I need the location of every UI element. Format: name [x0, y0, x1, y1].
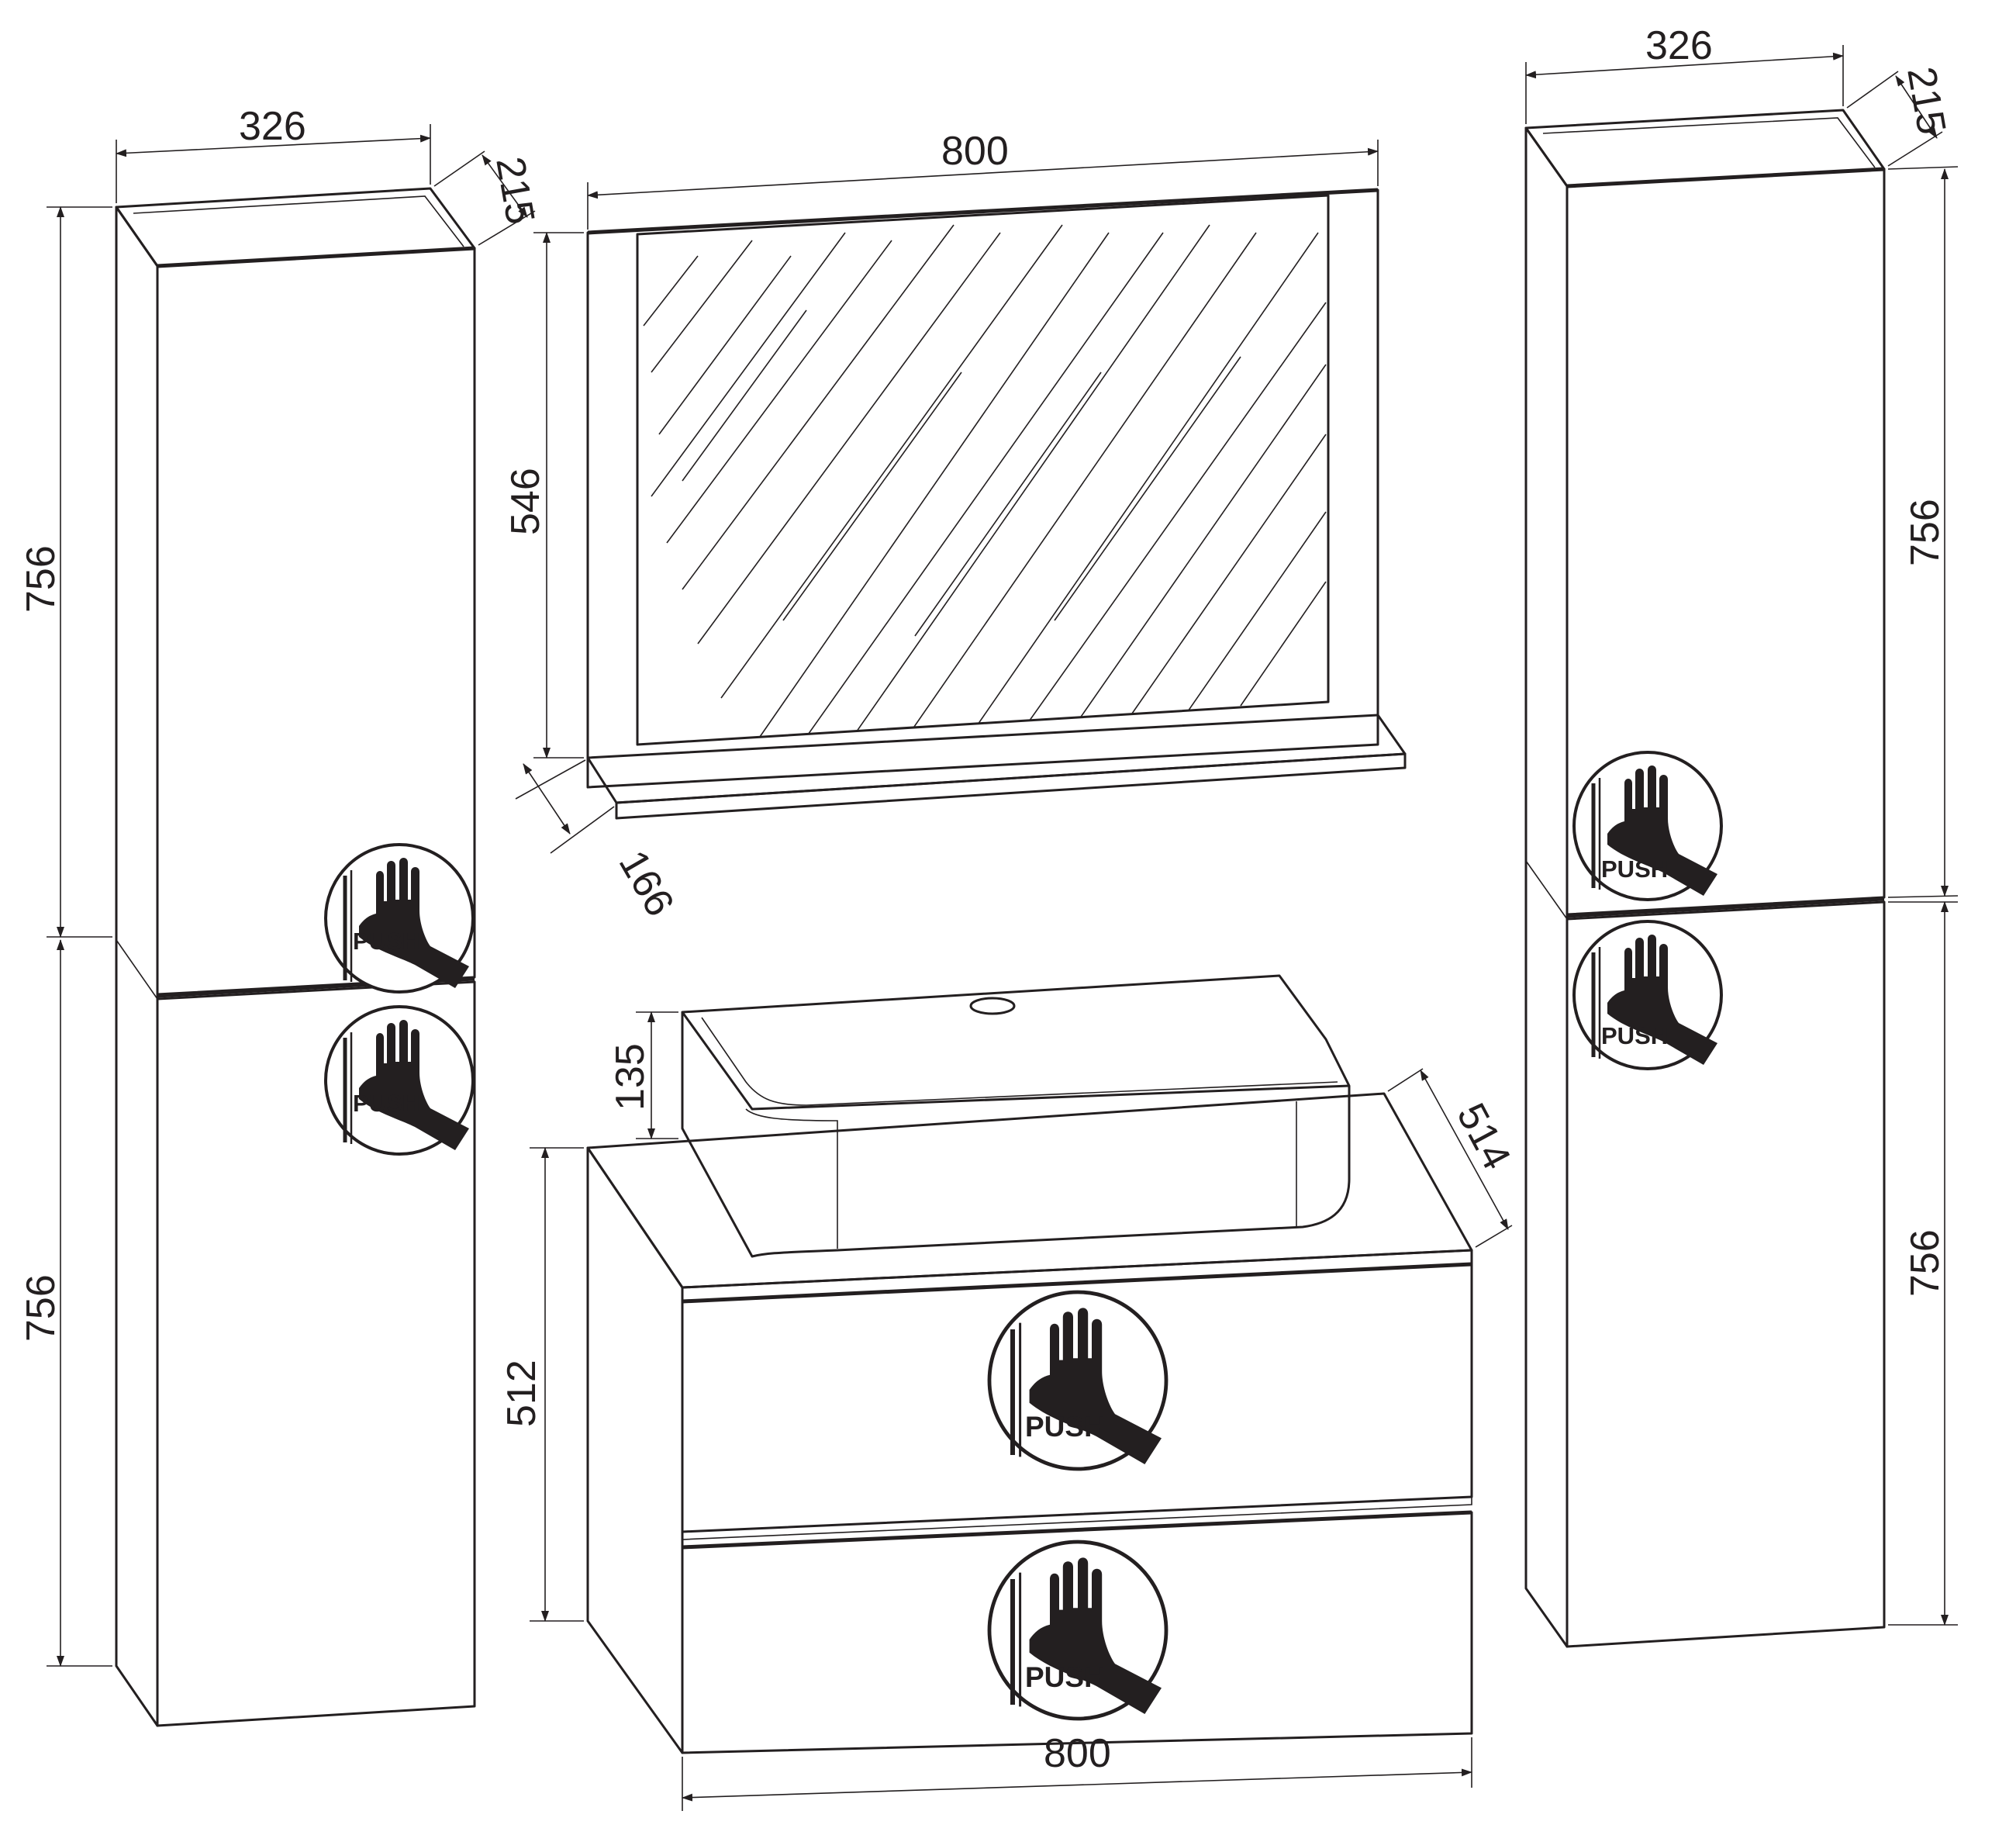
mirror-shelf-top [586, 714, 1407, 804]
mirror-width-dimension: 800 [941, 129, 1009, 174]
left-upper-height-dimension: 756 [19, 545, 64, 613]
vanity-height-dimension: 512 [499, 1360, 544, 1427]
push-hand-icon [326, 1007, 473, 1154]
right-cabinet-top [1524, 109, 1886, 188]
left-lower-door[interactable] [156, 980, 476, 1727]
left-lower-push-label: PUSH [353, 1090, 419, 1117]
right-upper-push-label: PUSH [1601, 855, 1668, 883]
bottom-drawer-push-label: PUSH [1025, 1661, 1105, 1693]
vanity-side [586, 1146, 684, 1754]
vanity-depth-dimension: 514 [1448, 1096, 1519, 1177]
right-upper-height-dimension: 756 [1903, 499, 1948, 566]
left-lower-height-dimension: 756 [19, 1274, 64, 1342]
mirror-shelf-depth-dimension: 166 [610, 843, 683, 924]
left-width-dimension: 326 [239, 104, 306, 149]
left-cabinet-side [115, 206, 159, 1727]
mirror-shelf-front [615, 752, 1407, 820]
basin-height-dimension: 135 [608, 1043, 653, 1111]
mirror-glass [636, 194, 1330, 746]
basin-rim [681, 974, 1351, 1111]
left-cabinet-top [115, 187, 476, 268]
vanity-countertop [586, 1092, 1473, 1289]
right-lower-door[interactable] [1566, 900, 1886, 1648]
left-upper-push-label: PUSH [353, 928, 419, 955]
left-depth-dimension: 215 [487, 154, 543, 228]
push-hand-icon [326, 845, 473, 992]
vanity-unit: PUSH PUSH 135 512 514 800 [499, 974, 1519, 1811]
mirror-height-dimension: 546 [503, 468, 548, 535]
right-cabinet: PUSH PUSH 326 215 756 756 [1524, 23, 1959, 1648]
basin-tap-hole [969, 997, 1016, 1015]
mirror: 800 546 166 [503, 129, 1407, 924]
right-lower-height-dimension: 756 [1903, 1229, 1948, 1297]
left-cabinet: PUSH PUSH 326 215 756 756 [19, 104, 543, 1727]
right-lower-push-label: PUSH [1601, 1022, 1668, 1049]
right-depth-dimension: 215 [1898, 64, 1954, 138]
mirror-frame [586, 188, 1379, 789]
right-width-dimension: 326 [1645, 23, 1713, 68]
right-cabinet-side [1524, 126, 1569, 1648]
vanity-width-dimension: 800 [1044, 1731, 1111, 1776]
vanity-basin [681, 974, 1351, 1258]
top-drawer-push-label: PUSH [1025, 1411, 1105, 1443]
mirror-reflection-hatching [643, 224, 1327, 738]
